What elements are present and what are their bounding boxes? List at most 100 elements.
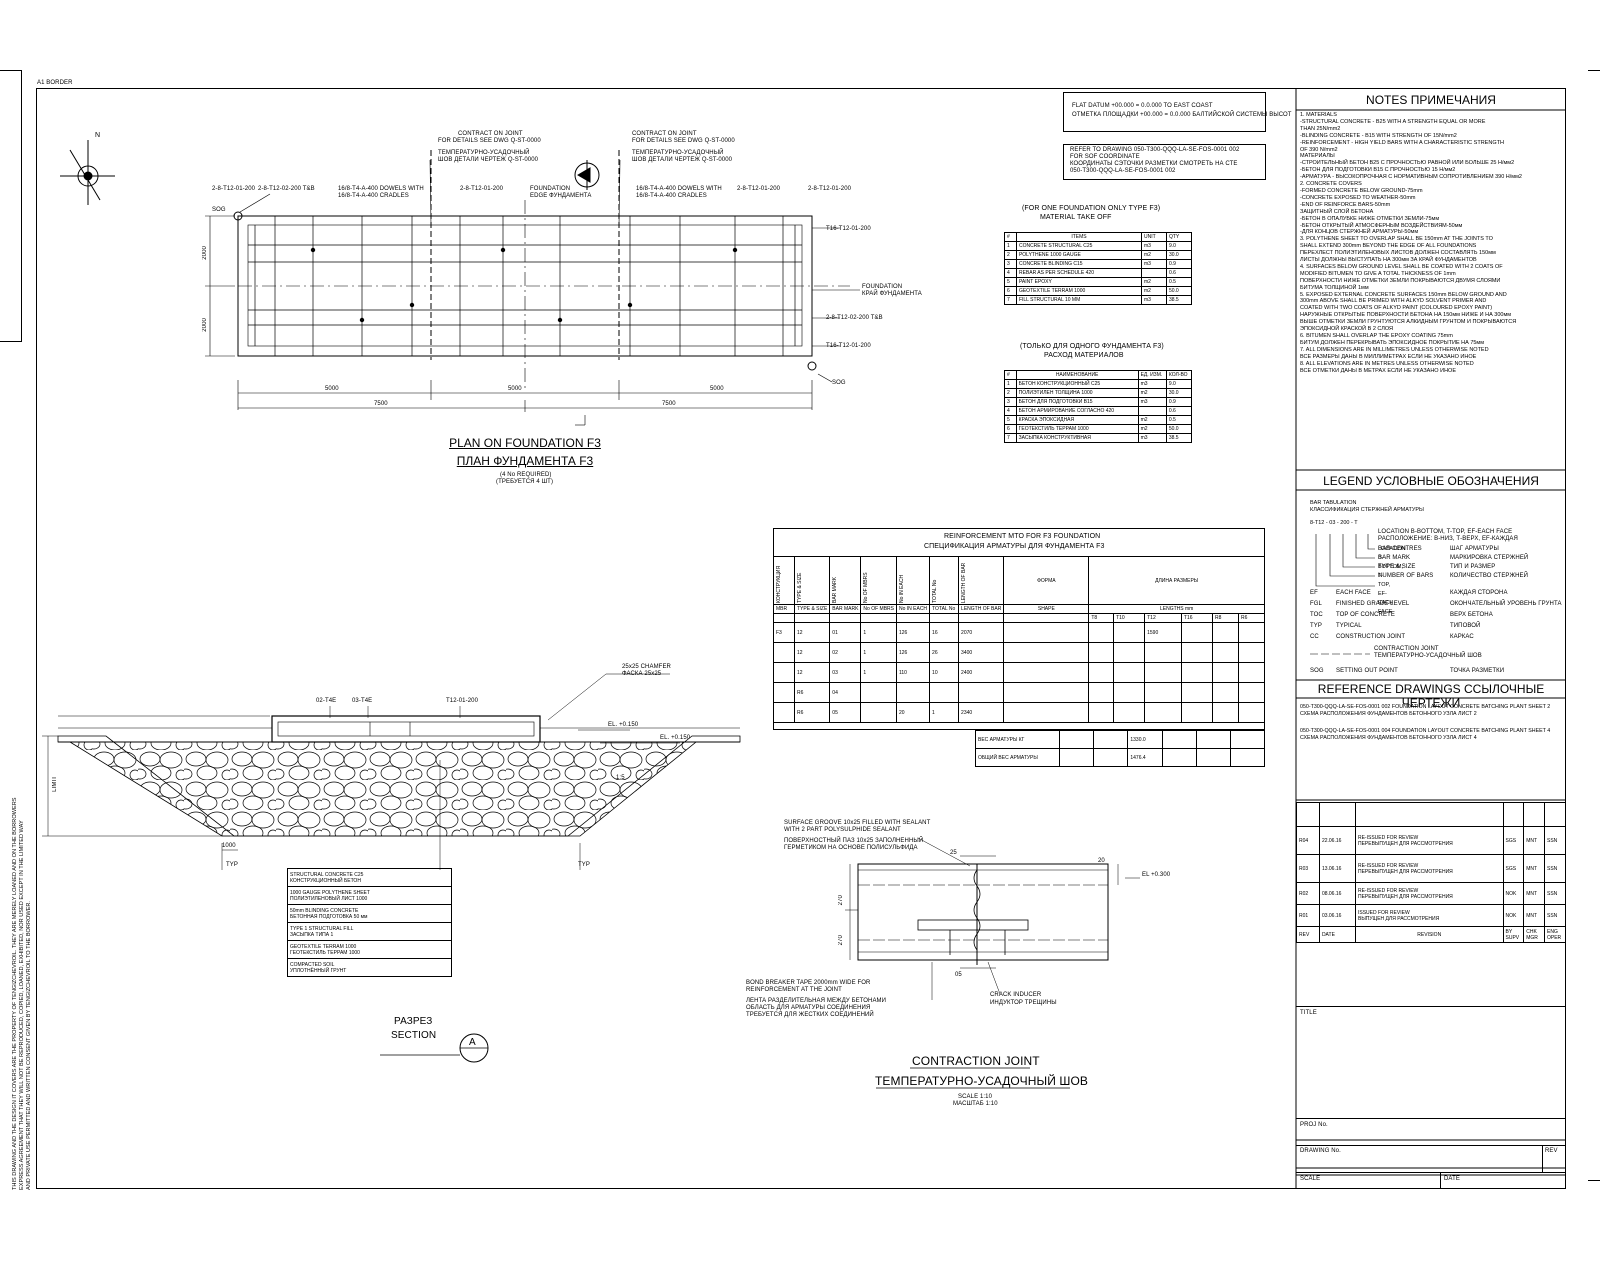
mto-title: РАСХОД МАТЕРИАЛОВ: [1044, 352, 1124, 359]
north-arrow: [60, 140, 115, 205]
bar-callout: 2-8-T12-01-200: [460, 186, 504, 192]
rev-label: REV: [1545, 1148, 1558, 1154]
rebar-schedule-table: КОНСТРУКЦИЯ TYPE & SIZE BAR MARK No OF M…: [773, 556, 1266, 723]
refs-list: 050-T300-QQQ-LA-SE-FOS-0001 002 FOUNDATI…: [1300, 704, 1564, 742]
bar-callout: 16/8-T4-A-400 CRADLES: [636, 193, 707, 199]
dimension-text: 20: [1098, 858, 1105, 864]
legend-code: РАСПОЛОЖЕНИЕ: В-НИЗ, Т-ВЕРХ, EF-КАЖДАЯ: [1378, 536, 1518, 542]
legend-abbr: SOG: [1310, 668, 1324, 674]
legend-abbr: TYP: [1310, 623, 1322, 629]
contraction-joint-callout: CONTRACT ON JOINT: [632, 131, 697, 137]
dimension-text: 5000: [508, 386, 522, 392]
title-block-divider: [1542, 1145, 1543, 1172]
project-no-label: PROJ No.: [1300, 1122, 1328, 1128]
notes-header: NOTES ПРИМЕЧАНИЯ: [1366, 93, 1496, 107]
title-block-divider: [1296, 1118, 1566, 1119]
section-title-en: SECTION: [391, 1030, 437, 1041]
typ-label: TYP: [578, 862, 590, 868]
legend-body: BAR TABULATION КЛАССИФИКАЦИЯ СТЕРЖНЕЙ АР…: [1310, 500, 1424, 526]
legend-code: ТИП И РАЗМЕР: [1450, 564, 1496, 570]
legend-code: ШАГ АРМАТУРЫ: [1450, 546, 1499, 552]
legend-abbr: CONTRACTION JOINT: [1374, 646, 1439, 652]
legend-abbr: FGL: [1310, 601, 1322, 607]
foundation-edge-label: КРАЙ ФУНДАМЕНТА: [862, 291, 922, 297]
elevation-label: EL +0.300: [1142, 872, 1171, 878]
legend-abbr: TOP OF CONCRETE: [1336, 612, 1395, 618]
plan-title-ru: ПЛАН ФУНДАМЕНТА F3: [456, 454, 594, 468]
bar-callout: 2-8-T12-02-200 T&B: [826, 315, 883, 321]
section-mark: [574, 160, 600, 190]
title-label: TITLE: [1300, 1010, 1317, 1016]
scale-label: SCALE: [1300, 1176, 1321, 1182]
title-block-divider: [1296, 1172, 1566, 1173]
joint-callout: ГЕРМЕТИКОМ НА ОСНОВЕ ПОЛИСУЛЬФИДА: [784, 845, 918, 851]
plan-dots: [233, 211, 817, 371]
joint-callout: WITH 2 PART POLYSULPHIDE SEALANT: [784, 827, 901, 833]
contraction-joint-callout: FOR DETAILS SEE DWG Q-ST-0000: [438, 138, 541, 144]
contraction-joint-callout: ШОВ ДЕТАЛИ ЧЕРТЕЖ Q-ST-0000: [438, 157, 539, 163]
legend-abbr: FINISHED GRADE LEVEL: [1336, 601, 1410, 607]
joint-callout: CRACK INDUCER: [990, 992, 1042, 998]
bar-callout: 16/8-T4-A-400 CRADLES: [338, 193, 409, 199]
plan-dimensions: [205, 159, 860, 426]
legend-code: LOCATION B-BOTTOM, T-TOP, EF-EACH FACE: [1378, 529, 1513, 535]
dimension-text: 7500: [662, 401, 676, 407]
legend-abbr: ТИПОВОЙ: [1450, 623, 1481, 629]
left-border-tab: [0, 70, 22, 342]
contraction-joint-callout: ШОВ ДЕТАЛИ ЧЕРТЕЖ Q-ST-0000: [632, 157, 733, 163]
legend-abbr: КАРКАС: [1450, 634, 1474, 640]
ref-link[interactable]: 050-T300-QQQ-LA-SE-FOS-0001 002 FOUNDATI…: [1300, 704, 1551, 710]
notes-list: 1. MATERIALS -STRUCTURAL CONCRETE - B25 …: [1300, 112, 1522, 374]
dimension-text: 1000: [222, 843, 236, 849]
north-label: N: [95, 132, 101, 139]
title-block-lines: [1295, 88, 1566, 1189]
contraction-joint-callout: ТЕМПЕРАТУРНО-УСАДОЧНЫЙ: [632, 150, 724, 156]
section-marker: A: [469, 1037, 476, 1048]
joint-callout: ПОВЕРХНОСТНЫЙ ПАЗ 10x25 ЗАПОЛНЕННЫЙ: [784, 838, 924, 844]
slope-label: 1:5: [616, 775, 625, 781]
sheet-border: [36, 88, 1566, 1189]
joint-callout: BOND BREAKER TAPE 2000mm WIDE FOR: [746, 980, 871, 986]
section-callout: 25x25 CHAMFER: [622, 664, 671, 670]
section-callout: ФАСКА 25x25: [622, 671, 662, 677]
dimension-text: 5000: [325, 386, 339, 392]
mto-title: (FOR ONE FOUNDATION ONLY TYPE F3): [1022, 205, 1161, 212]
contraction-joint-callout: CONTRACT ON JOINT: [458, 131, 523, 137]
dimension-text: 7500: [374, 401, 388, 407]
legend-code: TYPE & SIZE: [1378, 564, 1416, 570]
plan-subtitle: (ТРЕБУЕТСЯ 4 ШТ): [496, 479, 554, 485]
joint-title-en: CONTRACTION JOINT: [912, 1054, 1040, 1068]
legend-abbr: ВЕРХ БЕТОНА: [1450, 612, 1493, 618]
title-block-divider: [1440, 1172, 1441, 1189]
legend-header: LEGEND УСЛОВНЫЕ ОБОЗНАЧЕНИЯ: [1323, 474, 1539, 488]
ref-link[interactable]: 050-T300-QQQ-LA-SE-FOS-0001 004 FOUNDATI…: [1300, 728, 1551, 734]
joint-callout: ИНДУКТОР ТРЕЩИНЫ: [990, 1000, 1057, 1006]
joint-title-underline: [876, 1067, 1070, 1089]
dimension-text: 05: [955, 972, 962, 978]
typ-label: TYP: [226, 862, 238, 868]
border-label: A1 BORDER: [37, 80, 73, 86]
dimension-text: 5000: [710, 386, 724, 392]
legend-abbr: TOC: [1310, 612, 1323, 618]
foundation-edge-label: FOUNDATION: [862, 284, 903, 290]
joint-callout: ОБЛАСТЬ ДЛЯ АРМАТУРЫ СОЕДИНЕНИЯ: [746, 1005, 871, 1011]
plan-title-en: PLAN ON FOUNDATION F3: [449, 436, 601, 450]
section-callout: T12-01-200: [446, 698, 479, 704]
legend-code: МАРКИРОВКА СТЕРЖНЕЙ: [1450, 555, 1529, 561]
coordinate-note-box: REFER TO DRAWING 050-T300-QQQ-LA-SE-FOS-…: [1063, 144, 1266, 180]
bar-callout: 2-8-T12-01-200: [737, 186, 781, 192]
dimension-text: 2000: [202, 318, 208, 332]
legend-abbr: ТОЧКА РАЗМЕТКИ: [1450, 668, 1505, 674]
legend-code: BAR CENTRES: [1378, 546, 1422, 552]
section-callout: 02-T4E: [316, 698, 337, 704]
joint-scale: МАСШТАБ 1:10: [953, 1101, 998, 1107]
bar-callout: T16-T12-01-200: [826, 226, 871, 232]
foundation-edge-label: EDGE ФУНДАМЕНТА: [530, 193, 592, 199]
bar-callout: T16-T12-01-200: [826, 343, 871, 349]
dimension-text: LIMIT: [52, 776, 58, 792]
